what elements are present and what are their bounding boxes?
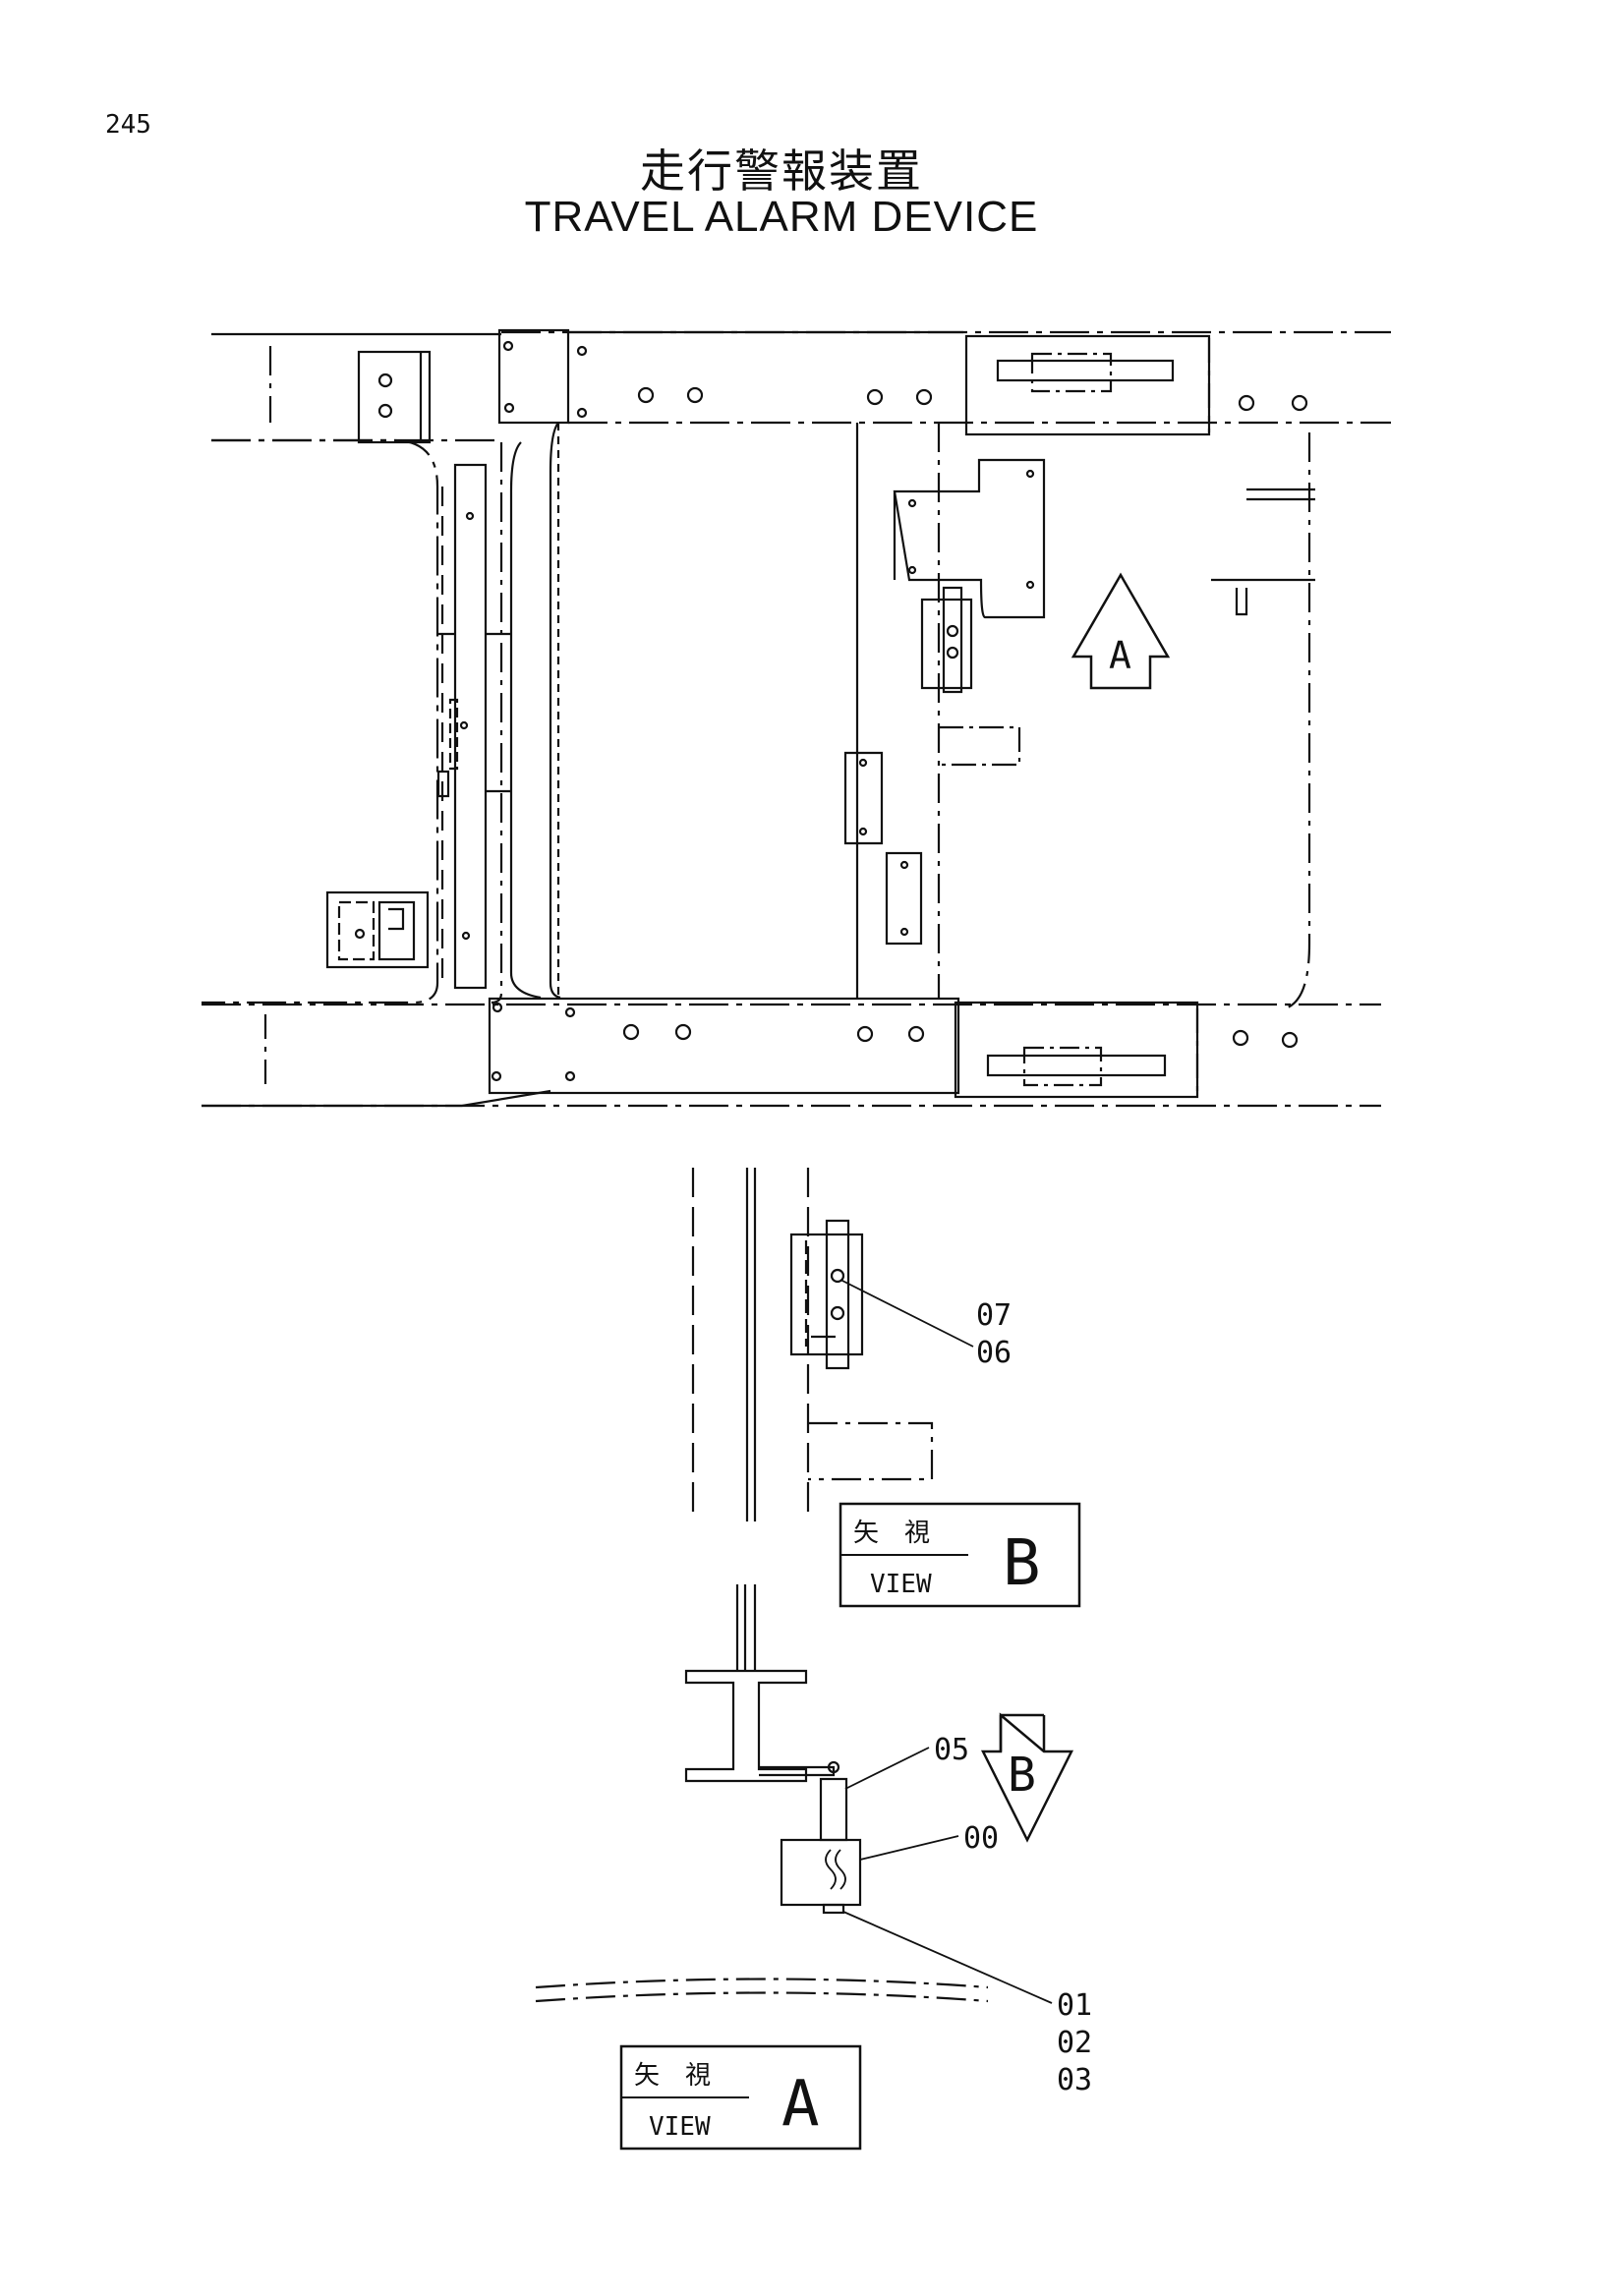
callout-06: 06 <box>976 1336 1012 1370</box>
page-number: 245 <box>105 110 151 140</box>
view-arrow-a-label: A <box>1109 634 1131 677</box>
callout-05: 05 <box>934 1733 969 1767</box>
callout-03: 03 <box>1057 2063 1092 2097</box>
view-b-en: VIEW <box>870 1570 932 1599</box>
callout-01: 01 <box>1057 1988 1092 2023</box>
view-b-detail: 07 06 矢 視 VIEW B <box>691 1168 1081 1608</box>
plan-view: A <box>202 328 1391 1108</box>
callout-00: 00 <box>963 1821 999 1856</box>
view-a-jp: 矢 視 <box>634 2061 711 2091</box>
view-a-letter: A <box>781 2068 820 2141</box>
title-japanese: 走行警報装置 <box>640 144 923 198</box>
view-b-jp: 矢 視 <box>853 1519 930 1548</box>
view-arrow-b-label: B <box>1008 1748 1036 1803</box>
view-b-letter: B <box>1003 1527 1041 1600</box>
callout-07: 07 <box>976 1298 1012 1333</box>
title-english: TRAVEL ALARM DEVICE <box>524 193 1039 241</box>
callout-02: 02 <box>1057 2026 1092 2060</box>
view-a-en: VIEW <box>649 2112 711 2142</box>
view-a-detail: B 05 00 01 02 03 矢 視 VIEW A <box>535 1584 1092 2151</box>
